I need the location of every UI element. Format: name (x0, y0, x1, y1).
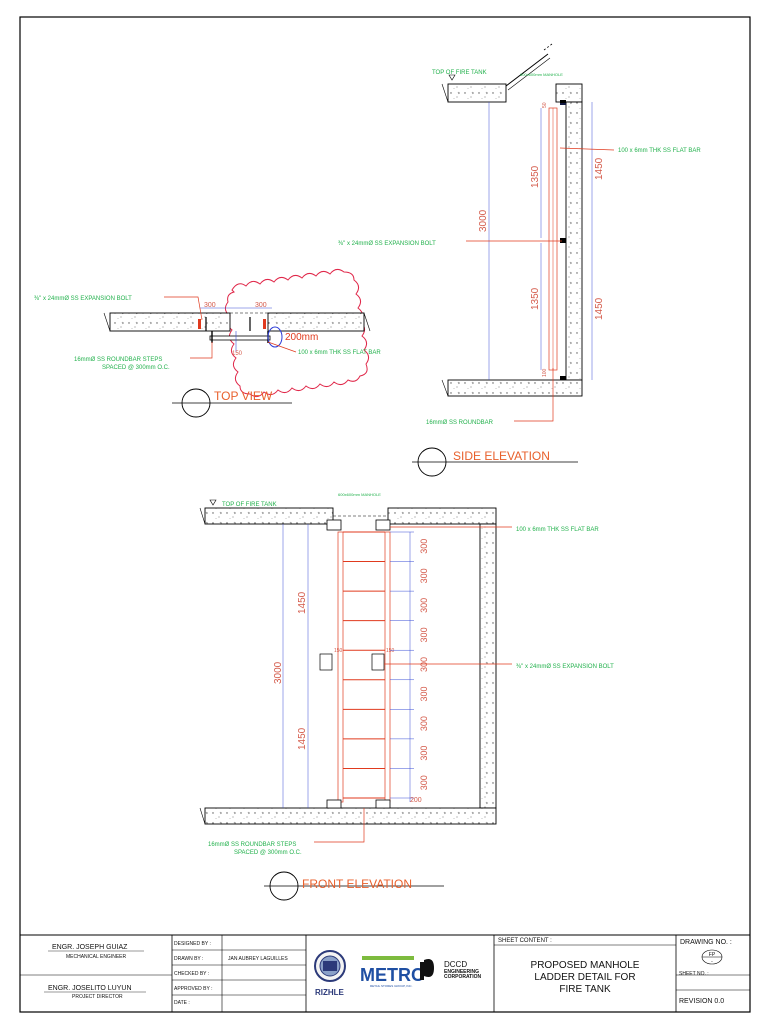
front-dim-bottom: 1450 (297, 727, 308, 750)
front-manhole-label: 600x600mm MANHOLE (338, 492, 381, 497)
sheet-border (19, 16, 751, 1013)
engineer-1-role: MECHANICAL ENGINEER (66, 954, 126, 960)
top-steps-note-2: SPACED @ 300mm O.C. (102, 365, 170, 371)
front-title: FRONT ELEVATION (302, 877, 412, 891)
side-dim-total: 3000 (478, 209, 489, 232)
front-dim-bracket-left: 150 (334, 648, 343, 654)
drawn-by-label: DRAWN BY : (174, 956, 203, 962)
approved-by-label: APPROVED BY : (174, 986, 213, 992)
top-dim-left: 300 (204, 302, 216, 309)
svg-text:⅜": ⅜" (338, 241, 345, 247)
revision-cloud (224, 268, 370, 398)
sheet-content-3: FIRE TANK (559, 984, 611, 995)
logo-metro: METRO (360, 965, 425, 985)
logo-dccd-bot: CORPORATION (444, 974, 482, 980)
side-dim-inner-bottom: 1350 (530, 287, 541, 310)
designed-by-label: DESIGNED BY : (174, 941, 211, 947)
side-manhole-label: 600x600mm MANHOLE (520, 72, 563, 77)
logo-dccd-mid: ENGINEERING (444, 969, 479, 975)
rung-spacing-label: 300 (419, 775, 429, 790)
dim-circle-highlight (267, 326, 283, 348)
side-wall (565, 101, 583, 381)
side-dim-outer-bottom: 1450 (594, 297, 605, 320)
sheet-content-2: LADDER DETAIL FOR (534, 972, 635, 983)
front-dim-bracket-right: 150 (386, 648, 395, 654)
rung-spacing-label: 300 (419, 627, 429, 642)
checked-by-label: CHECKED BY : (174, 971, 209, 977)
drawing-no-top: FP (709, 952, 716, 958)
engineer-2-name: ENGR. JOSELITO LUYUN (48, 985, 132, 992)
side-elevation: TOP OF FIRE TANK 600x600mm MANHOLE 3000 … (338, 43, 701, 477)
front-elevation: TOP OF FIRE TANK 600x600mm MANHOLE 150 1… (199, 492, 614, 901)
top-dim-right: 300 (255, 302, 267, 309)
rung-spacing-label: 300 (419, 539, 429, 554)
rung-spacing-dims: 300 300 300 300 300 300 300 300 300 (390, 531, 429, 799)
sheet-content-1: PROPOSED MANHOLE (531, 960, 640, 971)
front-dim-total: 3000 (273, 661, 284, 684)
rung-spacing-label: 300 (419, 716, 429, 731)
front-flatbar-note: 100 x 6mm THK SS FLAT BAR (516, 527, 599, 533)
dccd-logo: DCCD ENGINEERING CORPORATION (420, 959, 482, 980)
front-dim-top: 1450 (297, 591, 308, 614)
drawn-by-value: JAN AUBREY LAGUILLES (228, 956, 288, 962)
rung-spacing-label: 300 (419, 568, 429, 583)
title-block: ENGR. JOSEPH GUIAZ MECHANICAL ENGINEER E… (19, 934, 751, 1013)
sheet-no-label: SHEET NO. : (679, 971, 709, 977)
top-flatbar-note: 100 x 6mm THK SS FLAT BAR (298, 350, 381, 356)
front-steps-note-1: 16mmØ SS ROUNDBAR STEPS (208, 842, 296, 848)
top-steps-note-1: 16mmØ SS ROUNDBAR STEPS (74, 357, 162, 363)
rizhle-logo: RIZHLE (314, 950, 346, 997)
top-view-slab-right (267, 312, 365, 332)
side-title: SIDE ELEVATION (453, 449, 550, 463)
ladder-stringer-right (384, 531, 391, 803)
top-view-title: TOP VIEW (214, 389, 273, 403)
rung-spacing-label: 300 (419, 687, 429, 702)
ladder-stringer-left (337, 531, 344, 803)
svg-text:⅜": ⅜" (516, 664, 523, 670)
side-roundbar-note: 16mmØ SS ROUNDBAR (426, 420, 494, 426)
side-dim-small-bottom: 100 (542, 368, 548, 377)
side-flatbar-note: 100 x 6mm THK SS FLAT BAR (618, 148, 701, 154)
front-bolt-note: x 24mmØ SS EXPANSION BOLT (525, 664, 614, 670)
top-bolt-note: x 24mmØ SS EXPANSION BOLT (43, 296, 132, 302)
logo-dccd: DCCD (444, 960, 467, 969)
drawing-no-bottom: - (711, 959, 713, 965)
side-dim-inner-top: 1350 (530, 165, 541, 188)
front-steps-note-2: SPACED @ 300mm O.C. (234, 850, 302, 856)
rung-spacing-label: 300 (419, 746, 429, 761)
front-wall (479, 523, 497, 809)
svg-text:⅜": ⅜" (34, 296, 41, 302)
logo-metro-sub: RETAIL STORES GROUP, INC. (370, 984, 413, 988)
engineer-2-role: PROJECT DIRECTOR (72, 994, 123, 1000)
front-dim-bottom-small: 200 (410, 797, 422, 804)
logo-rizhle: RIZHLE (315, 988, 345, 997)
side-bolt-note: x 24mmØ SS EXPANSION BOLT (347, 241, 436, 247)
top-view: 300 300 150 200mm ⅜" x 24mmØ SS EXPANSIO… (34, 268, 381, 418)
drawing-no-label: DRAWING NO. : (680, 939, 732, 946)
front-top-label: TOP OF FIRE TANK (222, 502, 277, 508)
engineer-1-name: ENGR. JOSEPH GUIAZ (52, 944, 128, 951)
side-dim-outer-top: 1450 (594, 157, 605, 180)
revision: REVISION 0.0 (679, 998, 724, 1005)
rung-spacing-label: 300 (419, 598, 429, 613)
side-dim-small-top: 50 (542, 102, 548, 108)
side-top-label: TOP OF FIRE TANK (432, 70, 487, 76)
top-dim-small: 150 (232, 351, 243, 357)
top-view-slab-left (109, 312, 231, 332)
ladder-rungs (343, 531, 385, 799)
sheet-content-label: SHEET CONTENT : (498, 938, 552, 944)
top-dim-circle: 200mm (285, 332, 318, 343)
metro-logo: METRO RETAIL STORES GROUP, INC. (360, 956, 425, 988)
date-label: DATE : (174, 1000, 190, 1006)
rung-spacing-label: 300 (419, 657, 429, 672)
